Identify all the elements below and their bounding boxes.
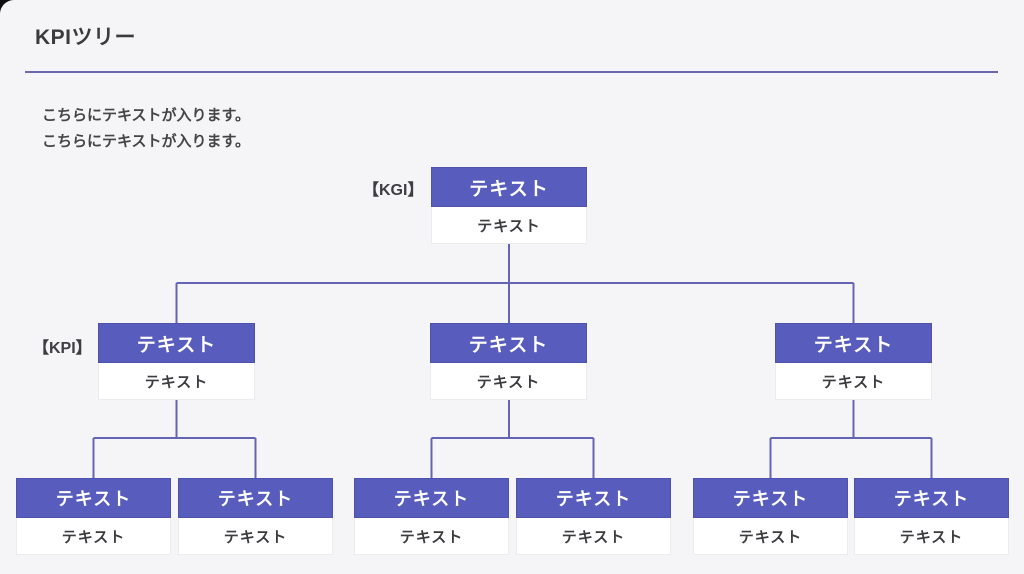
leaf-node-header: テキスト (354, 478, 509, 518)
kpi-node-body: テキスト (98, 363, 255, 400)
kpi-node-header: テキスト (430, 323, 587, 363)
leaf-node-1: テキスト テキスト (16, 478, 171, 555)
page-title: KPIツリー (35, 26, 137, 49)
kpi-node-body: テキスト (775, 363, 932, 400)
kgi-node-header: テキスト (431, 167, 587, 207)
kpi-node-header: テキスト (775, 323, 932, 363)
kpi-node-1: テキスト テキスト (98, 323, 255, 400)
leaf-node-header: テキスト (854, 478, 1009, 518)
leaf-node-header: テキスト (178, 478, 333, 518)
kpi-node-3: テキスト テキスト (775, 323, 932, 400)
kpi-node-2: テキスト テキスト (430, 323, 587, 400)
intro-text-block: こちらにテキストが入ります。 こちらにテキストが入ります。 (42, 103, 250, 155)
kpi-node-header: テキスト (98, 323, 255, 363)
leaf-node-6: テキスト テキスト (854, 478, 1009, 555)
leaf-node-body: テキスト (16, 518, 171, 555)
leaf-node-4: テキスト テキスト (516, 478, 671, 555)
kpi-label: 【KPI】 (33, 340, 92, 357)
leaf-node-2: テキスト テキスト (178, 478, 333, 555)
intro-line: こちらにテキストが入ります。 (42, 133, 251, 150)
title-divider (25, 71, 998, 73)
leaf-node-body: テキスト (516, 518, 671, 555)
leaf-node-header: テキスト (16, 478, 171, 518)
leaf-node-body: テキスト (354, 518, 509, 555)
leaf-node-header: テキスト (516, 478, 671, 518)
kgi-node-body: テキスト (431, 207, 587, 244)
kgi-node: テキスト テキスト (431, 167, 587, 244)
leaf-node-body: テキスト (854, 518, 1009, 555)
leaf-node-3: テキスト テキスト (354, 478, 509, 555)
leaf-node-5: テキスト テキスト (693, 478, 848, 555)
kpi-node-body: テキスト (430, 363, 587, 400)
leaf-node-body: テキスト (178, 518, 333, 555)
leaf-node-header: テキスト (693, 478, 848, 518)
leaf-node-body: テキスト (693, 518, 848, 555)
intro-line: こちらにテキストが入ります。 (42, 107, 251, 124)
kgi-label: 【KGI】 (363, 182, 424, 199)
